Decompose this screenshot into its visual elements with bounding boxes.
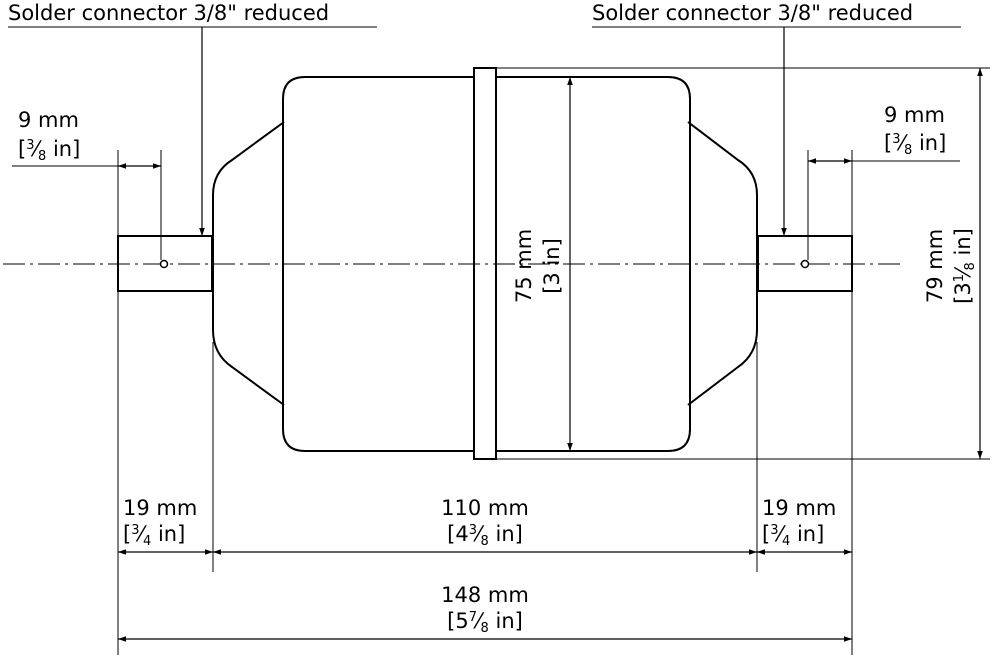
- end-dim-left-mm: 19 mm: [123, 496, 197, 520]
- right-pipe-center-mark: [800, 259, 810, 269]
- end-dim-left-in: [3⁄4 in]: [123, 522, 185, 549]
- height-dim-mm: 79 mm: [923, 229, 947, 303]
- body-dim-mm: 110 mm: [441, 496, 529, 520]
- pipe-dim-right-in: [3⁄8 in]: [884, 131, 946, 158]
- shell-dim-in: [3 in]: [540, 238, 564, 294]
- end-dim-right-mm: 19 mm: [762, 496, 836, 520]
- shell-dim-label: 75 mm [3 in]: [512, 229, 564, 303]
- connector-label-left: Solder connector 3/8" reduced: [8, 1, 329, 25]
- total-dim-in: [57⁄8 in]: [447, 609, 523, 636]
- connector-label-right: Solder connector 3/8" reduced: [592, 1, 913, 25]
- body-dim-in: [43⁄8 in]: [447, 522, 523, 549]
- total-dim-mm: 148 mm: [441, 583, 529, 607]
- shell-left-half: [282, 76, 475, 452]
- shell-right-half: [495, 76, 691, 452]
- right-end-cap: [687, 121, 758, 406]
- pipe-dim-left-mm: 9 mm: [18, 108, 79, 132]
- pipe-dim-left-in: [3⁄8 in]: [18, 137, 80, 164]
- left-pipe-center-mark: [159, 259, 169, 269]
- height-dim-in: [31⁄8 in]: [951, 228, 978, 304]
- end-dim-right-in: [3⁄4 in]: [762, 522, 824, 549]
- pipe-dim-right-mm: 9 mm: [884, 103, 945, 127]
- shell-dim-mm: 75 mm: [512, 229, 536, 303]
- left-end-cap: [212, 121, 285, 406]
- center-band: [473, 67, 497, 460]
- height-dim-label: 79 mm [31⁄8 in]: [923, 228, 978, 304]
